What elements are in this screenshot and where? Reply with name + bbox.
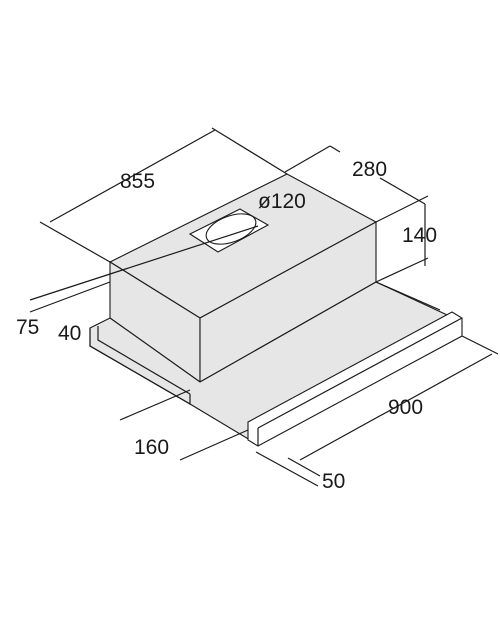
dim-label-75: 75 <box>16 316 39 339</box>
dim-140-ext <box>375 257 429 283</box>
dim-label-140: 140 <box>402 224 437 247</box>
dim-40-line <box>29 281 111 313</box>
dim-900-line <box>299 353 493 461</box>
dim-160-line <box>119 389 191 421</box>
dim-855-ext-left <box>39 221 111 263</box>
dim-855-line <box>49 129 216 223</box>
dim-label-50: 50 <box>322 470 345 493</box>
dim-855-ext-right <box>211 127 288 175</box>
base-plate-edge <box>89 328 191 406</box>
dim-label-855: 855 <box>120 170 155 193</box>
dim-900-ext <box>461 335 499 355</box>
dim-75-line <box>29 225 259 301</box>
dim-label-900: 900 <box>388 396 423 419</box>
dim-280-line <box>284 145 331 173</box>
hood-body <box>89 173 463 447</box>
dim-label-40: 40 <box>58 322 81 345</box>
dim-50-line <box>287 457 321 477</box>
dim-label-280: 280 <box>352 158 387 181</box>
dim-900-ext-2 <box>255 451 319 487</box>
dimension-lines <box>29 127 499 487</box>
base-plate-inner-edge <box>97 326 191 395</box>
outlet-duct <box>205 213 257 245</box>
visor-edge <box>257 317 463 429</box>
dimension-labels: 855 280 ø120 140 75 40 900 160 50 <box>16 158 437 493</box>
dim-280-ext-2 <box>375 195 429 223</box>
dim-280-ext <box>329 145 341 153</box>
dim-label-160: 160 <box>134 436 169 459</box>
base-plate-top-edge <box>375 281 441 311</box>
dim-label-120: ø120 <box>258 190 306 213</box>
dim-280-line-2 <box>379 177 426 205</box>
dim-160-line-2 <box>179 429 249 461</box>
